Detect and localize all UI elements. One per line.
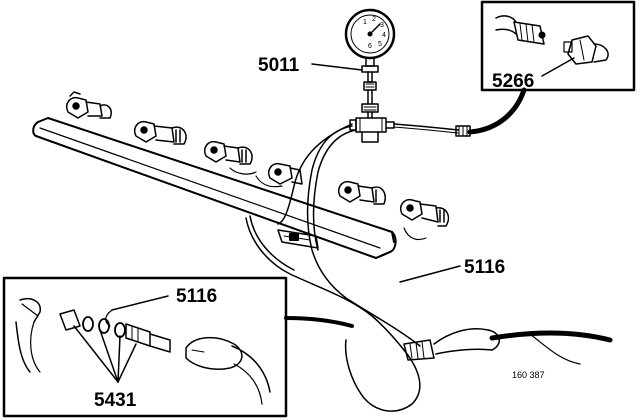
gauge-digit: 3 xyxy=(380,22,384,29)
figure-reference: 160 387 xyxy=(512,370,545,380)
label-gauge: 5011 xyxy=(258,55,300,76)
label-adapter: 5266 xyxy=(492,71,534,92)
gauge-digit: 2 xyxy=(372,16,376,23)
gauge-digit: 5 xyxy=(378,41,382,48)
injector-4 xyxy=(255,162,303,188)
quick-coupling xyxy=(403,328,613,365)
pressure-gauge xyxy=(344,8,396,119)
gauge-digit: 4 xyxy=(382,32,386,39)
t-fitting xyxy=(349,117,395,143)
injector-6 xyxy=(400,198,450,241)
inset-hose xyxy=(284,316,354,328)
label-test-hose: 5116 xyxy=(464,257,505,278)
gauge-dial-digits: 1 2 3 4 5 6 xyxy=(363,16,386,50)
gauge-digit: 1 xyxy=(363,19,367,26)
injector-1 xyxy=(66,91,112,119)
fuel-rail xyxy=(32,117,397,259)
label-inset-hose: 5116 xyxy=(176,286,217,307)
injector-5 xyxy=(338,180,386,205)
injector-2 xyxy=(134,120,187,145)
seal-kit-inset xyxy=(2,276,288,418)
adapter-inset xyxy=(480,0,636,92)
label-seal-kit: 5431 xyxy=(94,390,137,411)
injector-3 xyxy=(204,140,257,175)
callout-leaders xyxy=(311,63,461,283)
adapter-line xyxy=(393,87,527,137)
test-hose xyxy=(245,123,421,412)
gauge-digit: 6 xyxy=(368,43,372,50)
